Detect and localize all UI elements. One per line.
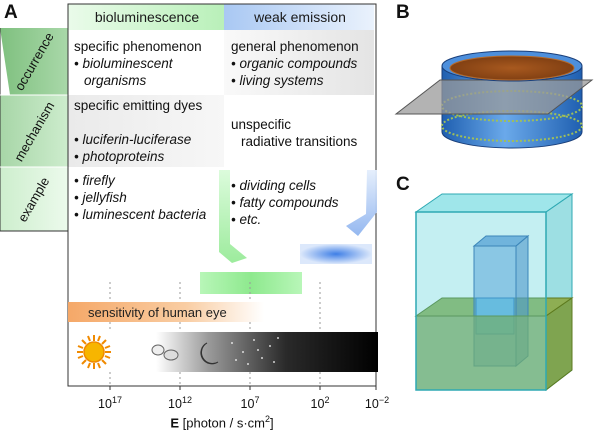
sun-icon	[77, 335, 111, 369]
cell-mechanism-bioluminescence: specific emitting dyes • luciferin-lucif…	[74, 97, 224, 165]
cell-bullet: • firefly	[74, 173, 115, 188]
row-label-occurrence-cell: occurrence	[0, 28, 68, 95]
panel-c-cube-illustration	[414, 193, 574, 392]
cell-bullet: • jellyfish	[74, 190, 127, 205]
tick-label: 107	[240, 395, 260, 412]
cloud-icon	[151, 344, 179, 361]
human-eye-sensitivity-label: sensitivity of human eye	[88, 305, 227, 320]
panel-label-a: A	[4, 2, 18, 23]
cell-text: unspecific	[231, 117, 292, 132]
row-label-example-cell: example	[0, 167, 68, 231]
cell-bullet: • etc.	[231, 212, 262, 227]
panel-b-dish-illustration	[394, 50, 594, 149]
tick-label: 10−2	[364, 395, 390, 412]
cell-bullet: • dividing cells	[231, 178, 317, 193]
cell-mechanism-weak: unspecific radiative transitions	[231, 116, 376, 150]
cell-text: specific phenomenon	[74, 39, 202, 54]
tick-label: 1012	[168, 395, 192, 412]
cell-bullet: • organic compounds	[231, 56, 358, 71]
column-header-bioluminescence: bioluminescence	[94, 9, 200, 25]
cell-occurrence-bioluminescence: specific phenomenon • bioluminescent org…	[74, 38, 224, 89]
tick-label: 102	[310, 395, 330, 412]
cell-text: specific emitting dyes	[74, 98, 203, 113]
cell-bullet: • fatty compounds	[231, 195, 339, 210]
cell-bullet: • photoproteins	[74, 149, 165, 164]
row-label-mechanism-cell: mechanism	[0, 95, 68, 167]
cell-bullet: • bioluminescent	[74, 56, 173, 71]
moon-icon	[200, 342, 219, 365]
cell-bullet-cont: organisms	[84, 73, 147, 88]
cell-text: general phenomenon	[231, 39, 359, 54]
row-label-mechanism: mechanism	[10, 98, 58, 164]
column-header-weak-emission: weak emission	[254, 9, 346, 25]
cell-bullet: • luminescent bacteria	[74, 207, 207, 222]
cell-text-cont: radiative transitions	[241, 134, 358, 149]
tick-label: 1017	[98, 395, 122, 412]
panel-label-c: C	[396, 174, 410, 195]
stars-icon	[231, 337, 279, 365]
x-axis-label: E [photon / s·cm2]	[170, 414, 274, 431]
cell-bullet: • living systems	[231, 73, 324, 88]
cell-occurrence-weak: general phenomenon • organic compounds •…	[231, 38, 376, 89]
row-label-example: example	[15, 173, 53, 225]
cell-example-weak: • dividing cells • fatty compounds • etc…	[231, 177, 376, 228]
row-label-occurrence: occurrence	[11, 29, 57, 94]
cell-example-bioluminescence: • firefly • jellyfish • luminescent bact…	[74, 172, 224, 223]
panel-label-b: B	[396, 2, 410, 23]
cell-bullet: • luciferin-luciferase	[74, 132, 192, 147]
